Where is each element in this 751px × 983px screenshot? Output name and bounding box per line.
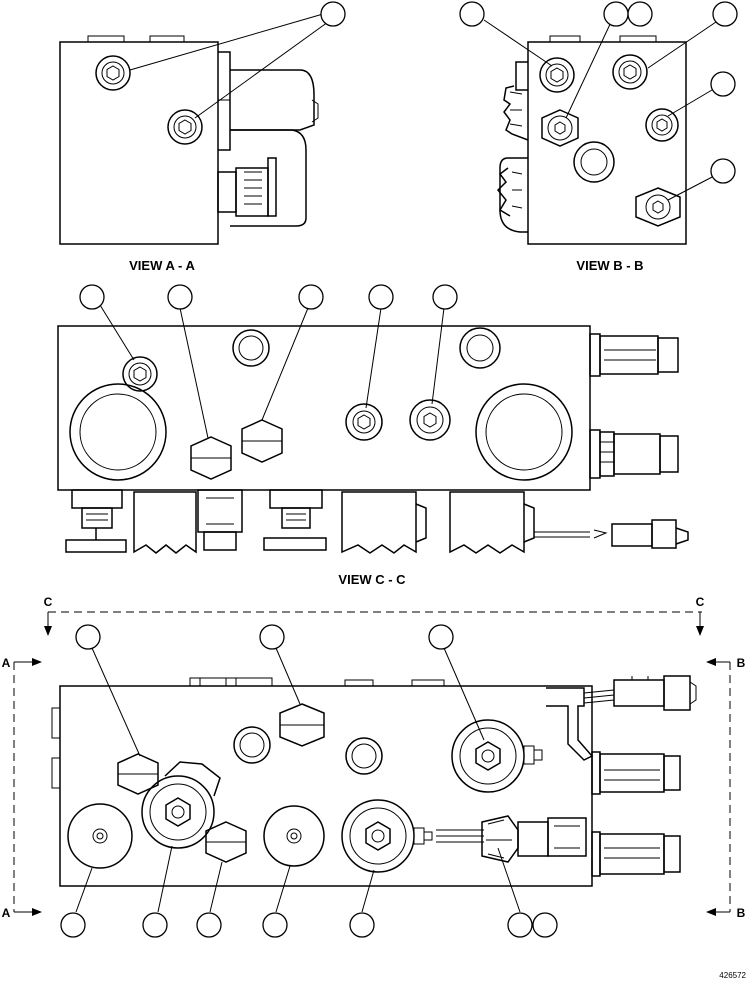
cartridge-c-4 bbox=[449, 491, 535, 554]
connector-c bbox=[534, 519, 689, 549]
hex-plug-c7 bbox=[241, 419, 283, 463]
section-c-right-label: C bbox=[696, 595, 705, 609]
leader-lines bbox=[75, 13, 717, 913]
callout-balloon bbox=[79, 284, 105, 310]
view-b-b-label: VIEW B - B bbox=[576, 258, 643, 273]
view-c-c bbox=[57, 325, 689, 554]
connector-t-bottom bbox=[436, 815, 587, 863]
hex-plug-t1 bbox=[279, 703, 325, 747]
view-a-a bbox=[59, 35, 319, 245]
port-open-t2 bbox=[345, 737, 383, 775]
port-plug-b2 bbox=[612, 54, 648, 90]
figure-number: 426572 bbox=[719, 971, 746, 980]
callout-balloon bbox=[75, 624, 101, 650]
callout-balloon bbox=[60, 912, 86, 938]
callout-balloon bbox=[320, 1, 346, 27]
callout-balloon bbox=[349, 912, 375, 938]
large-port-t-mid bbox=[263, 805, 325, 867]
port-plug-b1 bbox=[539, 57, 575, 93]
large-port-t-left bbox=[67, 803, 133, 869]
port-open-c1 bbox=[232, 329, 270, 367]
solenoid-coil-t-top bbox=[591, 751, 681, 795]
section-line-a bbox=[13, 658, 42, 916]
port-plug-a1 bbox=[95, 55, 131, 91]
callout-balloon bbox=[459, 1, 485, 27]
port-open-t1 bbox=[233, 726, 271, 764]
callout-balloon bbox=[142, 912, 168, 938]
port-plug-c3 bbox=[122, 356, 158, 392]
callout-balloon bbox=[368, 284, 394, 310]
hex-plug-c6 bbox=[190, 436, 232, 480]
cartridge-c-1 bbox=[133, 491, 197, 554]
callout-balloon bbox=[298, 284, 324, 310]
callout-balloon bbox=[428, 624, 454, 650]
view-a-a-label: VIEW A - A bbox=[129, 258, 195, 273]
callout-balloon bbox=[432, 284, 458, 310]
callout-balloon bbox=[712, 1, 738, 27]
fitting-c-2 bbox=[197, 489, 243, 551]
section-line-c bbox=[44, 611, 704, 636]
section-a-bottom-label: A bbox=[2, 906, 11, 920]
solenoid-nut-t1 bbox=[141, 761, 221, 849]
section-line-b bbox=[706, 658, 731, 916]
solenoid-nut-t3 bbox=[451, 719, 543, 793]
section-b-top-label: B bbox=[737, 656, 746, 670]
callout-balloon bbox=[259, 624, 285, 650]
port-plug-a2 bbox=[167, 109, 203, 145]
solenoid-coil-c-bottom bbox=[589, 429, 679, 479]
callout-balloon bbox=[196, 912, 222, 938]
solenoid-nut-t2 bbox=[341, 799, 433, 873]
callout-balloon bbox=[167, 284, 193, 310]
large-port-c-right bbox=[475, 383, 573, 481]
port-plug-b3 bbox=[645, 108, 679, 142]
port-open-c2 bbox=[459, 327, 501, 369]
view-c-c-label: VIEW C - C bbox=[338, 572, 406, 587]
large-port-c-left bbox=[69, 383, 167, 481]
section-c-left-label: C bbox=[44, 595, 53, 609]
hex-plug-t2 bbox=[117, 753, 159, 795]
callout-balloon bbox=[507, 912, 533, 938]
top-view bbox=[51, 675, 697, 887]
callout-balloon bbox=[532, 912, 558, 938]
solenoid-coil-c-top bbox=[589, 333, 679, 377]
section-b-bottom-label: B bbox=[737, 906, 746, 920]
callout-balloons bbox=[60, 1, 738, 938]
connector-t-top bbox=[546, 675, 697, 761]
adjuster-c-mid bbox=[263, 489, 327, 551]
port-plug-c5 bbox=[409, 399, 451, 441]
callout-balloon bbox=[262, 912, 288, 938]
callout-balloon bbox=[710, 71, 736, 97]
hex-plug-b4 bbox=[541, 109, 579, 147]
callout-balloon bbox=[710, 158, 736, 184]
solenoid-coil-t-bottom bbox=[591, 831, 681, 877]
callout-balloon bbox=[603, 1, 629, 27]
cartridge-c-3 bbox=[341, 491, 427, 554]
hex-plug-b6 bbox=[635, 187, 681, 227]
port-plug-c4 bbox=[345, 403, 383, 441]
hex-plug-t3 bbox=[205, 821, 247, 863]
callout-balloon bbox=[627, 1, 653, 27]
view-b-b bbox=[496, 35, 687, 245]
section-a-top-label: A bbox=[2, 656, 11, 670]
port-open-b5 bbox=[573, 141, 615, 183]
adjuster-c-left bbox=[65, 489, 127, 553]
